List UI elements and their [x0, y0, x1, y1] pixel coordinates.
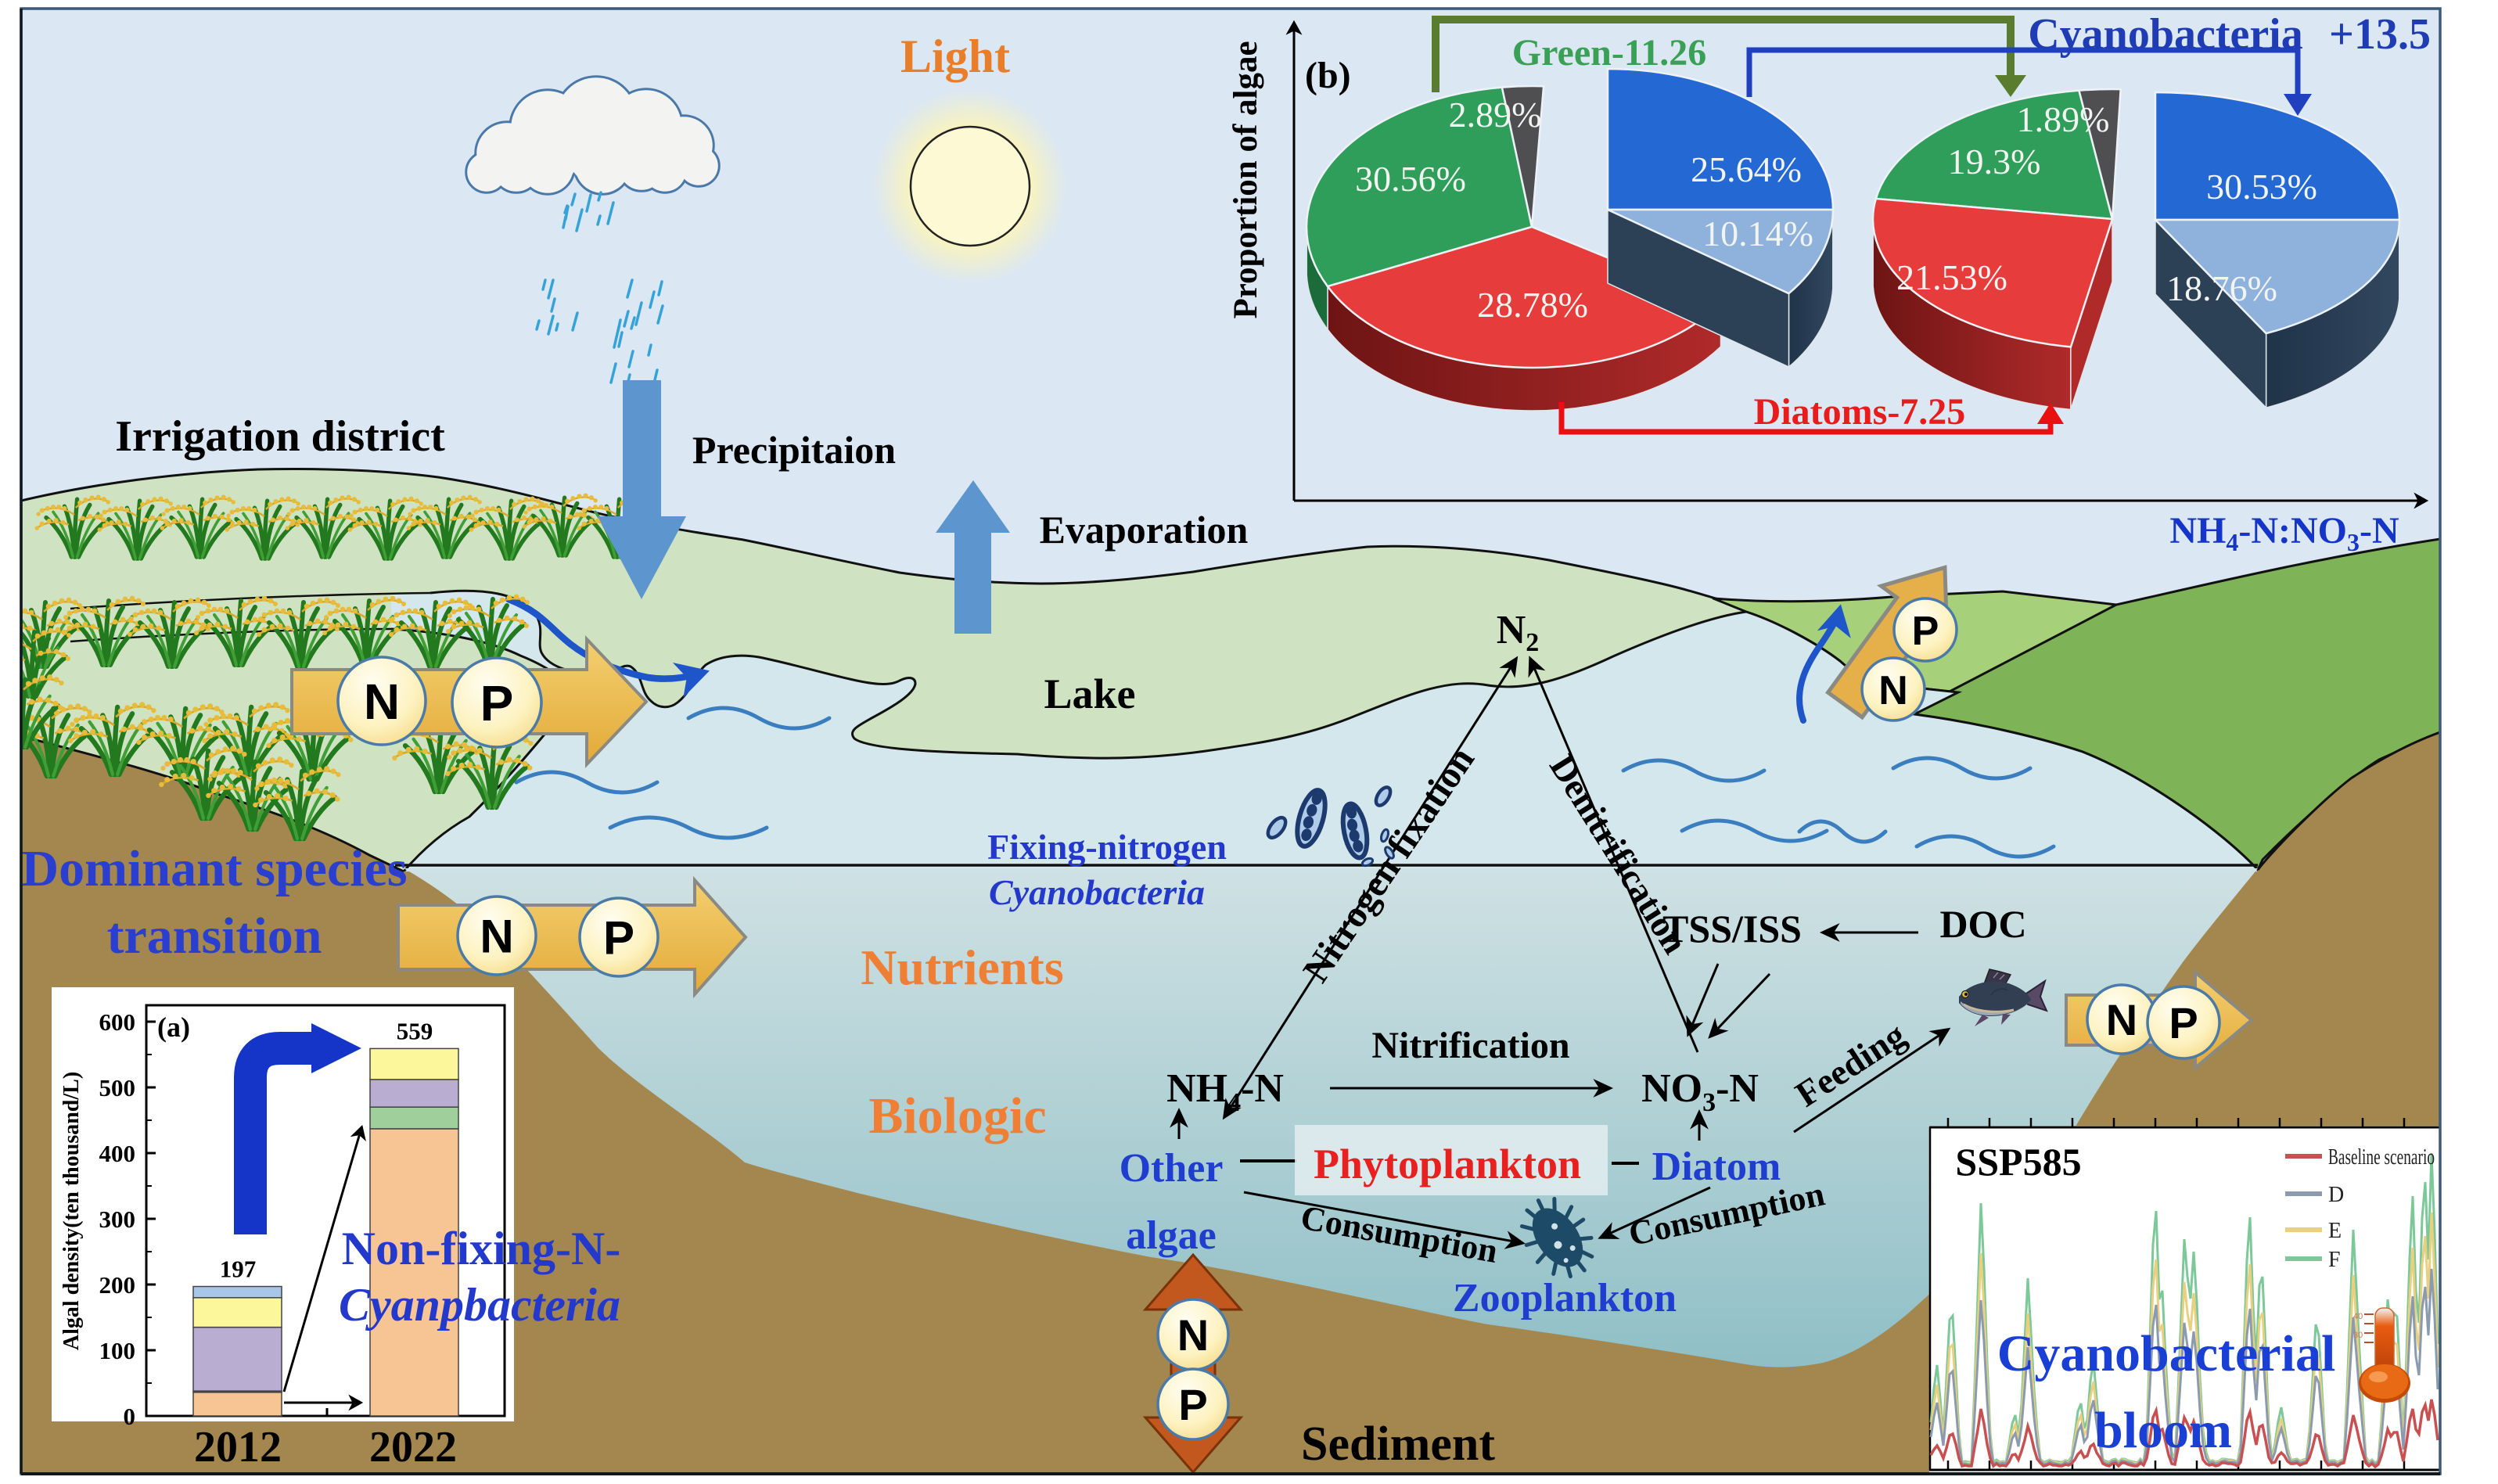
svg-text:Evaporation: Evaporation: [1040, 508, 1249, 552]
svg-text:28.78%: 28.78%: [1477, 285, 1588, 325]
svg-text:N: N: [364, 674, 400, 730]
svg-text:Non-fixing-N-: Non-fixing-N-: [342, 1223, 621, 1274]
svg-text:30.53%: 30.53%: [2206, 167, 2317, 207]
svg-text:2012: 2012: [194, 1423, 282, 1471]
svg-text:25.64%: 25.64%: [1691, 149, 1802, 189]
svg-text:NH4-N: NH4-N: [1166, 1066, 1284, 1117]
svg-text:NO3-N: NO3-N: [1641, 1066, 1759, 1117]
svg-text:D: D: [2328, 1183, 2344, 1207]
svg-text:1.89%: 1.89%: [2017, 99, 2110, 139]
svg-text:Fixing-nitrogen: Fixing-nitrogen: [987, 827, 1227, 867]
svg-text:N: N: [1177, 1310, 1209, 1360]
svg-text:N: N: [480, 911, 513, 963]
svg-text:18.76%: 18.76%: [2166, 268, 2277, 308]
svg-text:+13.5: +13.5: [2329, 10, 2431, 59]
svg-text:Diatom: Diatom: [1652, 1144, 1781, 1189]
svg-text:algae: algae: [1126, 1213, 1217, 1258]
svg-text:Cyanpbacteria: Cyanpbacteria: [339, 1279, 620, 1331]
svg-text:21.53%: 21.53%: [1896, 257, 2007, 297]
svg-text:Lake: Lake: [1044, 670, 1135, 717]
svg-text:Cyanobacteria: Cyanobacteria: [2028, 10, 2303, 59]
svg-text:P: P: [1912, 609, 1939, 654]
svg-text:F: F: [2328, 1248, 2341, 1272]
svg-text:(a): (a): [157, 1011, 190, 1043]
svg-text:Baseline scenario: Baseline scenario: [2328, 1145, 2435, 1170]
svg-text:P: P: [1178, 1380, 1207, 1429]
svg-text:Nitrification: Nitrification: [1371, 1025, 1569, 1066]
svg-text:Phytoplankton: Phytoplankton: [1314, 1141, 1581, 1188]
svg-text:559: 559: [397, 1017, 433, 1044]
svg-text:Zooplankton: Zooplankton: [1453, 1276, 1677, 1321]
svg-text:SSP585: SSP585: [1955, 1140, 2081, 1184]
svg-text:30: 30: [2353, 1331, 2363, 1340]
svg-text:(b): (b): [1305, 55, 1351, 96]
svg-text:Cyanobacterial: Cyanobacterial: [1997, 1325, 2336, 1382]
svg-text:600: 600: [99, 1008, 136, 1036]
svg-text:Other: Other: [1120, 1146, 1224, 1191]
svg-text:E: E: [2328, 1219, 2342, 1243]
svg-text:Precipitaion: Precipitaion: [692, 428, 896, 472]
svg-text:400: 400: [99, 1140, 136, 1167]
svg-text:Algal density(ten thousand/L): Algal density(ten thousand/L): [59, 1072, 84, 1350]
svg-text:Proportion of algae: Proportion of algae: [1227, 41, 1264, 318]
svg-text:200: 200: [99, 1271, 136, 1299]
svg-text:N: N: [1878, 668, 1908, 713]
svg-text:19.3%: 19.3%: [1948, 142, 2041, 181]
svg-text:Cyanobacteria: Cyanobacteria: [989, 872, 1205, 912]
svg-text:NH4-N:NO3-N: NH4-N:NO3-N: [2169, 510, 2399, 556]
svg-text:10.14%: 10.14%: [1702, 214, 1813, 253]
svg-text:Nutrients: Nutrients: [861, 940, 1064, 995]
svg-text:Sediment: Sediment: [1301, 1418, 1495, 1471]
svg-text:30.56%: 30.56%: [1355, 159, 1466, 199]
svg-text:P: P: [603, 912, 634, 965]
svg-text:DOC: DOC: [1939, 902, 2026, 946]
svg-text:P: P: [480, 675, 514, 731]
svg-text:Biologic: Biologic: [868, 1087, 1046, 1144]
svg-text:197: 197: [220, 1256, 257, 1283]
svg-text:TSS/ISS: TSS/ISS: [1662, 907, 1802, 950]
svg-text:300: 300: [99, 1206, 136, 1233]
svg-text:Light: Light: [900, 31, 1010, 82]
svg-text:Diatoms-7.25: Diatoms-7.25: [1754, 391, 1966, 433]
svg-text:Green-11.26: Green-11.26: [1512, 32, 1706, 74]
svg-text:Dominant species: Dominant species: [21, 840, 407, 897]
svg-text:100: 100: [99, 1337, 136, 1364]
svg-text:0: 0: [124, 1403, 136, 1430]
svg-text:N: N: [2106, 995, 2137, 1044]
svg-text:2022: 2022: [369, 1423, 457, 1471]
svg-text:500: 500: [99, 1074, 136, 1101]
svg-text:2.89%: 2.89%: [1449, 95, 1542, 135]
svg-text:Irrigation district: Irrigation district: [115, 412, 445, 461]
svg-text:bloom: bloom: [2094, 1402, 2232, 1459]
svg-text:P: P: [2169, 998, 2198, 1047]
svg-text:40: 40: [2353, 1312, 2363, 1321]
svg-text:transition: transition: [106, 907, 322, 965]
